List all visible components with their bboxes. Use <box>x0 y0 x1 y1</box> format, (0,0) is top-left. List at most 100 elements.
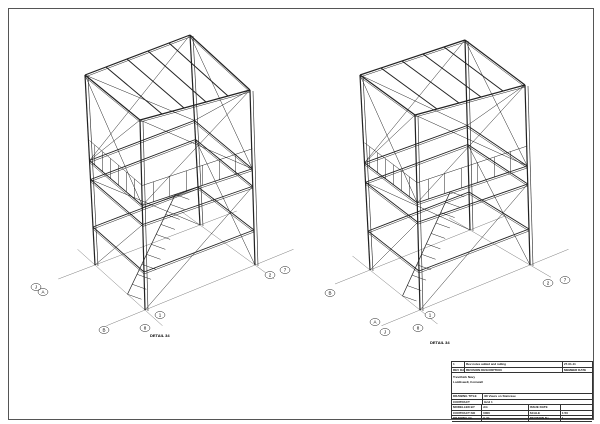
stair-tread <box>431 233 446 239</box>
beam-flange <box>359 41 466 78</box>
grid-line <box>334 215 506 285</box>
revision-row: 1 Rev notes added and railing 27-01-11 <box>452 362 592 368</box>
beam-flange <box>92 188 199 230</box>
field-label: CONTRACT NO <box>452 410 483 415</box>
field-value: 1 <box>561 416 564 420</box>
beam-flange <box>359 76 416 118</box>
beam <box>417 183 528 223</box>
beam-flange <box>194 122 253 171</box>
rev-date: 27-01-11 <box>564 362 576 366</box>
beam <box>84 74 141 121</box>
beam-flange <box>468 193 530 232</box>
brace <box>364 39 466 163</box>
grid-label: B <box>102 328 105 333</box>
stair-tread <box>450 191 465 197</box>
beam-flange <box>417 167 528 205</box>
beam <box>139 89 251 121</box>
brace <box>359 74 418 203</box>
grid-label: 7 <box>564 278 567 283</box>
brace <box>139 119 253 169</box>
grid-line <box>106 249 294 326</box>
stair-stringer <box>402 191 451 297</box>
brace <box>467 84 526 126</box>
beam <box>414 84 526 116</box>
handrail <box>364 142 418 183</box>
column <box>249 89 256 266</box>
stair-tread <box>435 222 451 229</box>
stair-tread <box>146 254 161 260</box>
member-date-header: MEMBER DATE <box>564 367 587 372</box>
beam-flange <box>195 141 253 189</box>
beam <box>194 120 253 170</box>
beam-flange <box>89 122 195 163</box>
grid-line <box>180 210 275 280</box>
grid-bubble <box>30 283 42 291</box>
beam-flange <box>143 231 255 275</box>
brace <box>364 114 416 163</box>
grid-label: 8 <box>417 326 420 331</box>
grid-line <box>352 255 438 325</box>
beam-flange <box>197 188 255 233</box>
client-name: Trevithick Navy <box>453 375 476 379</box>
beam-flange <box>464 41 526 88</box>
grid-bubble <box>324 289 336 297</box>
beam <box>92 186 199 228</box>
stair-tread <box>411 274 427 281</box>
roof-purlin <box>126 58 185 109</box>
grid-bubble <box>139 324 151 332</box>
grid-label: B <box>328 291 331 296</box>
stair-tread <box>156 234 171 240</box>
rev-number: 1 <box>452 362 465 367</box>
grid-bubble <box>264 271 276 279</box>
beam <box>418 228 530 272</box>
brace <box>142 89 251 206</box>
field-value: G 01 <box>482 416 529 421</box>
brace <box>195 139 256 266</box>
brace <box>189 34 253 169</box>
beam <box>367 230 420 272</box>
stair-stringer <box>127 194 176 295</box>
beam-flange <box>84 36 191 78</box>
grid-bubble <box>424 311 436 319</box>
beam <box>143 229 255 273</box>
column-edge <box>252 90 259 267</box>
beam-flange <box>414 86 526 118</box>
grid-label: 7 <box>284 268 287 273</box>
grid-label: 2 <box>269 273 272 278</box>
grid-bubble <box>412 324 424 332</box>
grid-bubble <box>37 288 49 296</box>
beam <box>90 139 196 180</box>
grid-label: 8 <box>144 326 147 331</box>
handrail <box>142 148 253 186</box>
stair-tread <box>426 243 441 250</box>
beam <box>189 34 251 91</box>
beam-flange <box>364 127 468 165</box>
brace <box>414 114 528 167</box>
beam-flange <box>90 141 196 182</box>
stair-tread <box>165 214 180 220</box>
beam-flange <box>142 188 253 227</box>
beam <box>359 74 416 116</box>
grid-label: 2 <box>547 281 550 286</box>
rev-description: Rev notes added and railing <box>465 362 563 367</box>
drawing-sheet-border <box>8 8 594 420</box>
field-label: ISSUE DATE <box>529 405 561 410</box>
grid-bubble <box>559 276 571 284</box>
stair-tread <box>127 294 142 300</box>
grid-line <box>77 249 163 326</box>
column <box>464 39 471 231</box>
roof-purlin <box>147 50 207 103</box>
stair-tread <box>402 295 417 302</box>
beam-flange <box>467 146 528 187</box>
brace <box>94 224 143 266</box>
brace <box>84 74 143 206</box>
field-value: 3D Views on Staircase <box>484 394 516 398</box>
column <box>84 74 96 266</box>
view-label-right: DETAIL 34 <box>430 340 450 345</box>
field-value: 1:50 <box>561 410 568 415</box>
